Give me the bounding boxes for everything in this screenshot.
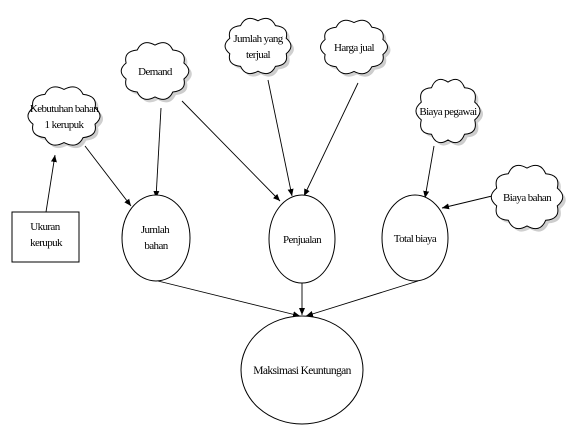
svg-text:Penjualan: Penjualan [283,234,322,246]
node-total-biaya-label: Total biaya [394,233,437,245]
node-maksimasi-label: Maksimasi Keuntungan [253,365,351,377]
svg-text:Jumlah bahan: Jumlah bahan [141,224,171,252]
arrow-jumlah-bahan-to-maksimasi [157,280,301,318]
node-kebutuhan-bahan-line-1: Kebutuhan bahan [30,103,99,115]
svg-text:Harga jual: Harga jual [334,42,374,54]
arrow-jumlah-terjual-to-penjualan [267,79,294,197]
node-penjualan: Penjualan [268,194,336,284]
node-kebutuhan-bahan: Kebutuhan bahan 1 kerupuk [27,86,104,149]
node-ukuran-line-1: Ukuran [30,221,60,233]
node-maksimasi-keuntungan: Maksimasi Keuntungan [240,315,364,425]
svg-text:Total biaya: Total biaya [394,233,437,245]
node-biaya-bahan-cloud [490,164,564,230]
node-jumlah-bahan-line-2: bahan [144,240,168,252]
arrows [45,79,493,318]
node-jumlah-terjual-line-2: terjual [246,49,270,61]
arrow-biaya-pegawai-to-total-biaya [423,145,435,199]
arrow-kebutuhan-to-jumlah-bahan [84,145,132,207]
svg-text:Demand: Demand [138,66,173,78]
node-biaya-pegawai-cloud [415,78,481,144]
node-ukuran-kerupuk: Ukuran kerupuk [11,211,80,263]
node-harga-jual: Harga jual [320,19,391,77]
svg-text:Biaya bahan: Biaya bahan [503,192,552,204]
node-jumlah-bahan-line-1: Jumlah [141,224,170,236]
node-penjualan-label: Penjualan [283,234,322,246]
node-biaya-pegawai: Biaya pegawai [415,78,484,146]
node-demand: Demand [120,42,192,103]
node-demand-line-1: Demand [138,66,173,78]
node-kebutuhan-bahan-line-2: 1 kerupuk [45,119,85,131]
node-demand-cloud [120,42,190,100]
arrow-ukuran-to-kebutuhan [45,154,57,213]
node-biaya-bahan-line-1: Biaya bahan [503,192,552,204]
node-kebutuhan-bahan-cloud [27,86,101,146]
svg-text:Biaya pegawai: Biaya pegawai [419,106,477,118]
node-total-biaya: Total biaya [381,194,449,282]
svg-text:Maksimasi Keuntungan: Maksimasi Keuntungan [253,365,351,377]
node-jumlah-bahan: Jumlah bahan [121,194,191,282]
node-biaya-bahan: Biaya bahan [490,164,566,232]
node-biaya-pegawai-line-1: Biaya pegawai [419,106,477,118]
arrow-total-biaya-to-maksimasi [305,280,419,317]
svg-text:Ukuran kerupuk: Ukuran kerupuk [30,221,63,249]
arrow-demand-to-penjualan [181,100,281,202]
node-ukuran-line-2: kerupuk [30,237,63,249]
node-jumlah-terjual-line-1: Jumlah yang [233,33,283,45]
arrow-demand-to-jumlah-bahan [153,107,162,199]
node-harga-jual-line-1: Harga jual [334,42,374,54]
cloud-nodes: Kebutuhan bahan 1 kerupuk Demand Jumlah yan… [27,17,566,232]
arrow-harga-jual-to-penjualan [303,82,359,197]
node-jumlah-terjual-cloud [224,17,292,75]
node-jumlah-terjual: Jumlah yang terjual [224,17,294,77]
arrow-biaya-bahan-to-total-biaya [441,195,493,210]
node-harga-jual-cloud [320,19,388,75]
